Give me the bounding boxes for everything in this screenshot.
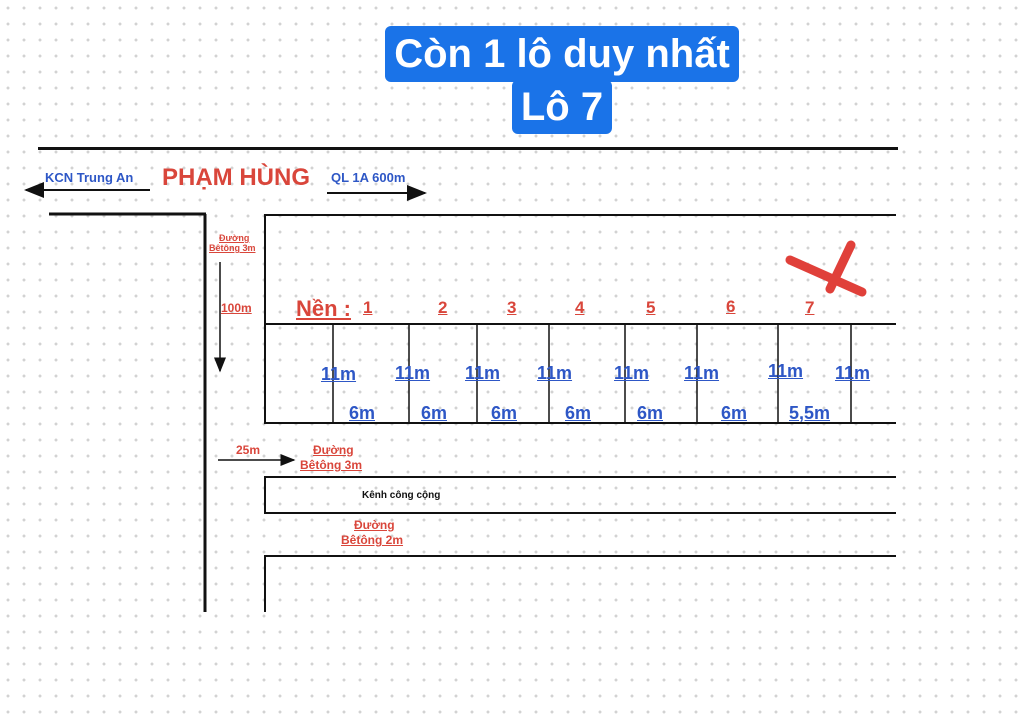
lot-depth: 11m	[768, 361, 804, 381]
lots-prefix: Nền :	[296, 296, 351, 321]
lot-width: 6m	[349, 403, 376, 423]
title-line1: Còn 1 lô duy nhất	[385, 26, 739, 82]
sold-cross-mark	[785, 240, 867, 297]
title-line2: Lô 7	[512, 80, 612, 134]
lot-width: 6m	[421, 403, 448, 423]
road-name: PHẠM HÙNG	[162, 164, 310, 191]
lot-number-1: 1	[363, 298, 373, 317]
distance-100m: 100m	[221, 301, 252, 315]
lot-depth: 11m	[614, 363, 650, 383]
lot-width: 5,5m	[789, 403, 831, 423]
lot-depth: 11m	[395, 363, 431, 383]
lot-number-6: 6	[726, 297, 736, 316]
side-road-label-1: Đường	[219, 233, 250, 243]
lot-number-7: 7	[805, 298, 815, 317]
left-direction-label: KCN Trung An	[45, 170, 134, 185]
distance-25m: 25m	[236, 443, 261, 457]
canal-label: Kênh công cộng	[362, 490, 441, 501]
lot-depth: 11m	[321, 364, 357, 384]
back-road-label-2: Bêtông 2m	[341, 533, 404, 547]
lot-number-5: 5	[646, 298, 656, 317]
lot-number-4: 4	[575, 298, 585, 317]
lot-depth: 11m	[684, 363, 720, 383]
lot-depth: 11m	[835, 363, 871, 383]
lot-width: 6m	[565, 403, 592, 423]
lot-number-2: 2	[438, 298, 448, 317]
side-road-label-2: Bêtông 3m	[209, 243, 256, 253]
main-road-line	[38, 147, 898, 150]
inner-road-label-2: Bêtông 3m	[300, 458, 363, 472]
inner-road-label-1: Đường	[313, 443, 354, 457]
lot-width: 6m	[491, 403, 518, 423]
lot-width: 6m	[721, 403, 748, 423]
back-road-label-1: Đường	[354, 518, 395, 532]
lot-depth: 11m	[465, 363, 501, 383]
lot-width: 6m	[637, 403, 664, 423]
right-direction-label: QL 1A 600m	[331, 170, 406, 185]
lot-number-3: 3	[507, 298, 517, 317]
lot-depth: 11m	[537, 363, 573, 383]
